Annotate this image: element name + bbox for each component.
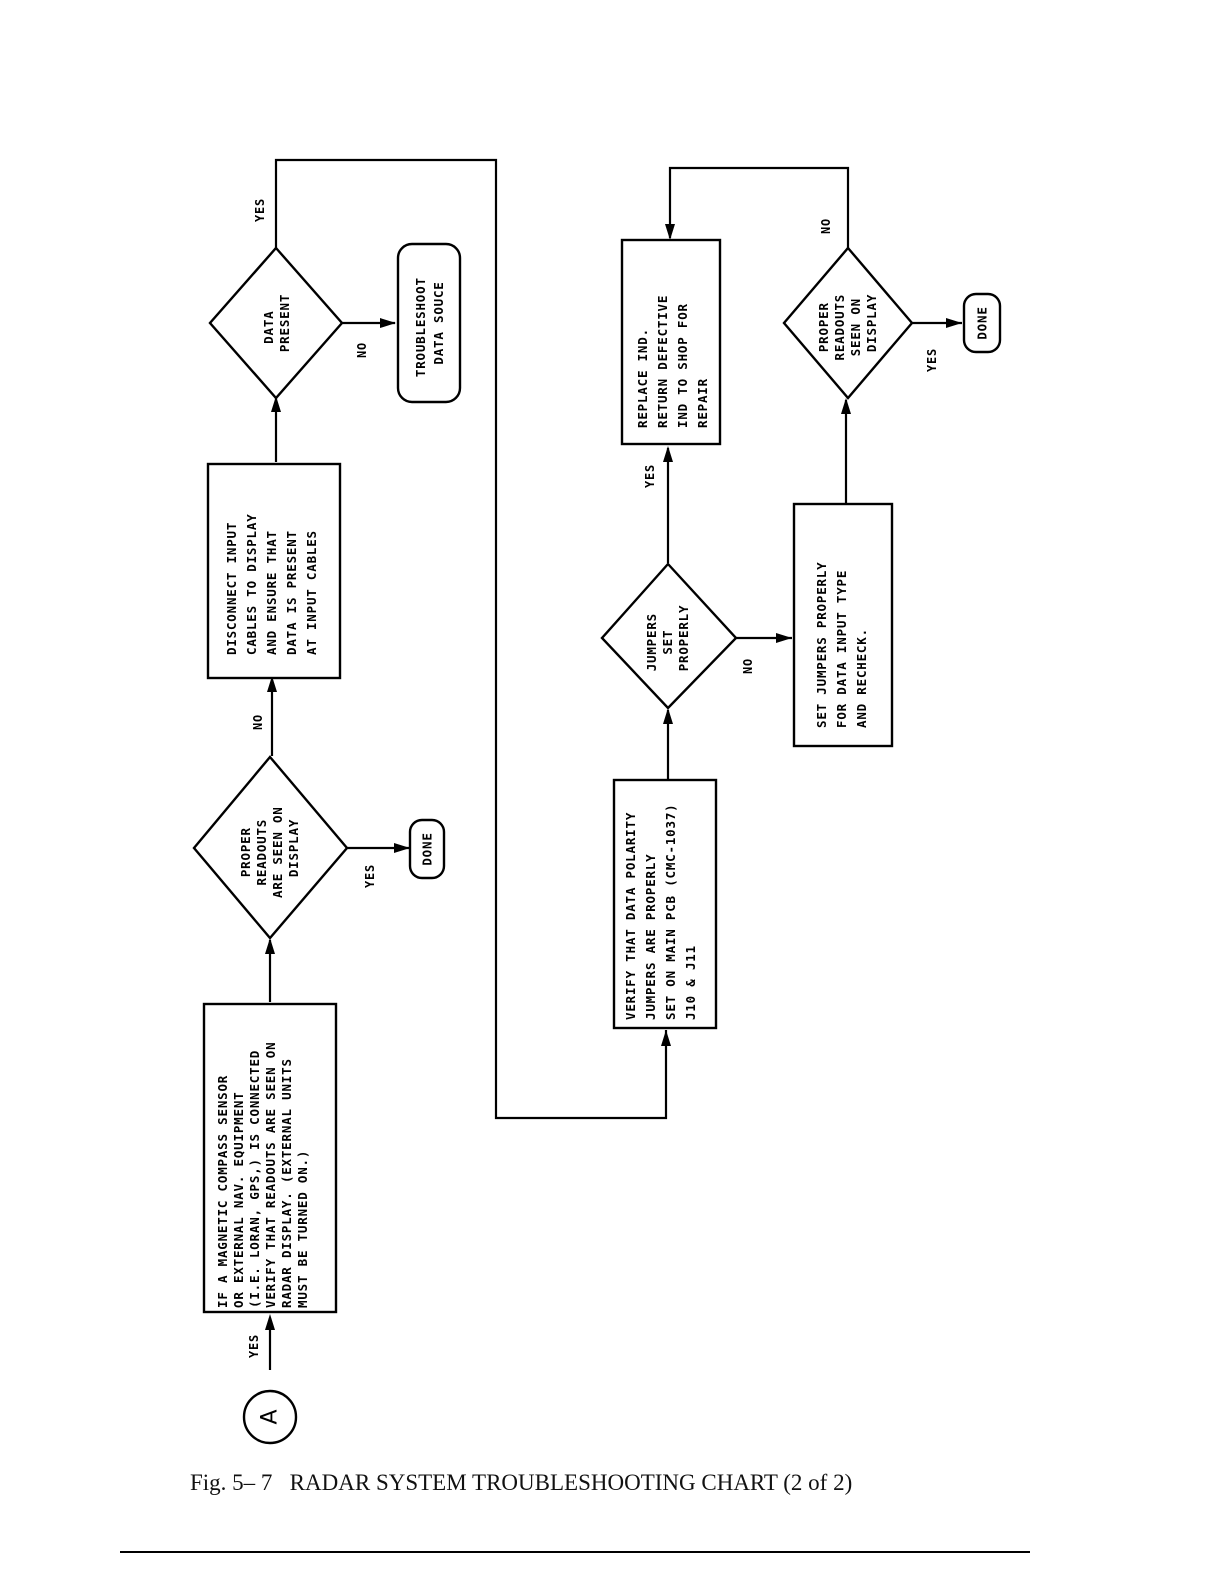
- decision-data-present: [208, 246, 344, 400]
- step-box-verify-readouts: [202, 1002, 338, 1314]
- done-1-text: DONE: [420, 832, 435, 865]
- decision-proper-readouts-1-text: PROPER READOUTS ARE SEEN ON DISPLAY: [238, 798, 301, 898]
- label-yes-readouts-2: YES: [925, 348, 939, 372]
- verify-polarity-text: VERIFY THAT DATA POLARITY JUMPERS ARE PR…: [623, 795, 698, 1020]
- step-box-replace-ind: [620, 238, 722, 446]
- terminal-troubleshoot-source: [396, 242, 462, 404]
- decision-proper-readouts-2-text: PROPER READOUTS SEEN ON DISPLAY: [816, 286, 879, 361]
- terminal-done-2: [962, 292, 1002, 354]
- label-no-jumpers: NO: [741, 658, 755, 674]
- step-box-verify-polarity: [612, 778, 718, 1030]
- label-yes-start: YES: [247, 1334, 261, 1358]
- label-yes-jumpers: YES: [643, 464, 657, 488]
- label-yes-data-present: YES: [253, 198, 267, 222]
- label-yes-done-1: YES: [363, 864, 377, 888]
- decision-data-present-text: DATA PRESENT: [261, 294, 292, 352]
- step-box-disconnect-input: [206, 462, 342, 680]
- verify-readouts-text: IF A MAGNETIC COMPASS SENSOR OR EXTERNAL…: [215, 1033, 310, 1308]
- set-jumpers-text: SET JUMPERS PROPERLY FOR DATA INPUT TYPE…: [814, 553, 869, 728]
- figure-caption: Fig. 5– 7 RADAR SYSTEM TROUBLESHOOTING C…: [190, 1470, 853, 1495]
- connector-label: A: [258, 1409, 283, 1424]
- decision-jumpers-set-text: JUMPERS SET PROPERLY: [644, 605, 691, 672]
- terminal-done-1: [408, 818, 446, 880]
- disconnect-input-text: DISCONNECT INPUT CABLES TO DISPLAY AND E…: [224, 505, 319, 655]
- replace-ind-text: REPLACE IND. RETURN DEFECTIVE IND TO SHO…: [635, 286, 710, 428]
- step-box-set-jumpers: [792, 502, 894, 748]
- decision-proper-readouts-2: [782, 246, 914, 400]
- label-no-data-present: NO: [355, 342, 369, 358]
- start-connector-a: A: [242, 1389, 298, 1445]
- decision-proper-readouts-1: [192, 755, 349, 940]
- decision-jumpers-set: [600, 562, 738, 710]
- arrowheads: [265, 224, 962, 1330]
- branch-labels: YES YES NO NO YES YES NO NO YES: [247, 198, 939, 1358]
- flow-lines: [268, 158, 962, 1370]
- label-no-readouts-1: NO: [251, 714, 265, 730]
- troubleshooting-flowchart: A IF A MAGNETIC COMPASS SENSOR OR EXTERN…: [192, 158, 1002, 1445]
- label-no-readouts-2: NO: [819, 218, 833, 234]
- bottom-rule: [120, 1551, 1030, 1553]
- done-2-text: DONE: [975, 306, 990, 339]
- troubleshoot-source-text: TROUBLESHOOT DATA SOUCE: [413, 269, 446, 377]
